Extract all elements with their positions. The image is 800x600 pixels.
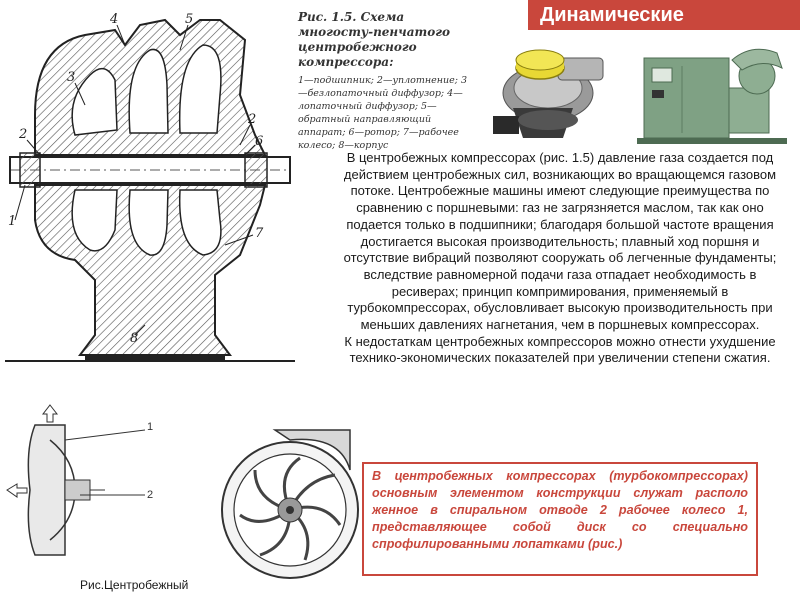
figure-caption: Рис. 1.5. Схема многосту-пенчатого центр… [298, 10, 473, 152]
diagram-label: 6 [255, 134, 263, 149]
diagram-label: 8 [130, 331, 138, 346]
impeller-label: 1 [147, 421, 153, 433]
definition-box: В центробежных компрессорах (турбокомпре… [362, 462, 758, 576]
figure-caption-legend: 1—подшипник; 2—уплотнение; 3—безлопаточн… [298, 75, 468, 151]
body-paragraph: В центробежных компрессорах (рис. 1.5) д… [343, 150, 777, 333]
figure-caption-heading: Рис. 1.5. Схема многосту-пенчатого центр… [298, 10, 450, 69]
compressor-unit-photo [637, 48, 787, 144]
diagram-label: 7 [255, 226, 264, 241]
impeller-volute-diagram: 1 2 [6, 404, 359, 579]
diagram-label: 3 [67, 70, 75, 85]
diagram-label: 5 [185, 12, 193, 27]
body-text: В центробежных компрессорах (рис. 1.5) д… [340, 150, 780, 367]
body-paragraph: К недостаткам центробежных компрессоров … [344, 333, 776, 366]
impeller-label: 2 [147, 489, 153, 501]
diagram-label: 1 [8, 214, 16, 229]
bottom-figure-caption: Рис.Центробежный [80, 578, 189, 592]
compressor-cross-section-diagram: 1 2 3 4 5 2 6 7 8 [5, 12, 295, 362]
diagram-label: 4 [109, 12, 118, 27]
slide-title: Динамические [528, 0, 800, 30]
turbocharger-photo [493, 49, 604, 138]
diagram-label: 2 [18, 127, 27, 142]
diagram-label: 2 [247, 112, 256, 127]
